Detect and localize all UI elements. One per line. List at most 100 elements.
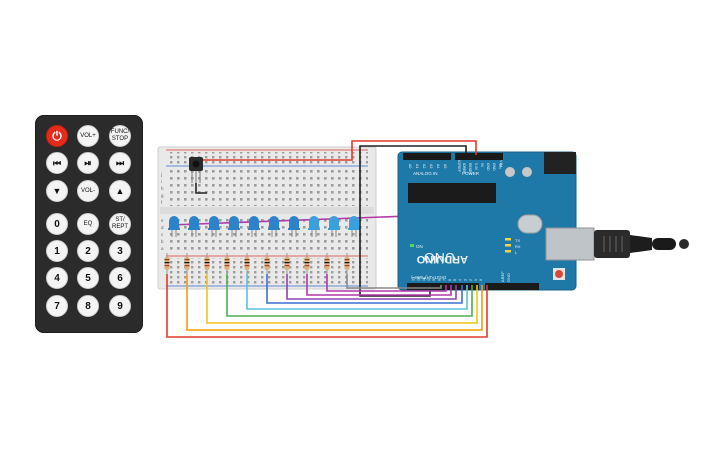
signal-wire-2 (186, 274, 483, 331)
digital-pin-8: 8 (437, 279, 441, 281)
rewind-button[interactable]: ⏮ (46, 152, 68, 174)
fast-forward-button[interactable]: ⏭ (109, 152, 131, 174)
analog-label: ANALOG IN (413, 171, 438, 176)
analog-pin-a4: A4 (436, 164, 440, 168)
ioref-label: IOREF (457, 160, 462, 173)
digit-3-button[interactable]: 3 (109, 240, 131, 262)
power-pin-1: RESET (468, 163, 472, 174)
led-10[interactable] (348, 216, 360, 237)
digit-8-button[interactable]: 8 (77, 295, 99, 317)
led-4[interactable] (228, 216, 240, 237)
digit-5-button[interactable]: 5 (77, 267, 99, 289)
down-button[interactable]: ▼ (46, 180, 68, 202)
signal-wire-1 (166, 274, 488, 338)
row-letter-i: i (161, 179, 162, 184)
led-2[interactable] (188, 216, 200, 237)
digital-pin-12: 12 (417, 277, 421, 281)
resistor-8[interactable] (304, 253, 310, 274)
led-8[interactable] (308, 216, 320, 237)
digital-pin-5: 5 (453, 279, 457, 281)
resistor-6[interactable] (264, 253, 270, 274)
signal-wire-6 (266, 274, 463, 304)
row-letter-d: d (161, 225, 164, 230)
digit-4-button[interactable]: 4 (46, 267, 68, 289)
digital-pin-6: 6 (448, 279, 452, 281)
digital-pin-9: 9 (432, 279, 436, 281)
up-button[interactable]: ▲ (109, 180, 131, 202)
aref-label: AREF (500, 271, 505, 282)
func-stop-button[interactable]: FUNC/ STOP (109, 125, 131, 147)
power-pin-0: IOREF (462, 163, 466, 173)
resistor-4[interactable] (224, 253, 230, 274)
resistor-2[interactable] (184, 253, 190, 274)
resistor-5[interactable] (244, 253, 250, 274)
signal-wire-4 (226, 274, 473, 317)
ir-receiver[interactable] (189, 157, 203, 183)
power-button[interactable]: ⏻ (46, 125, 68, 147)
led-array (168, 216, 360, 237)
digit-2-button[interactable]: 2 (77, 240, 99, 262)
digital-pin-13: 13 (411, 277, 415, 281)
digital-pin-11: 11 (422, 277, 426, 281)
analog-pin-a0: A0 (408, 164, 412, 168)
l-label: L (515, 250, 518, 255)
vol-up-button[interactable]: VOL+ (77, 125, 99, 147)
digital-pin-3: 3 (463, 279, 467, 281)
vol-down-button[interactable]: VOL- (77, 180, 99, 202)
row-letter-c: c (161, 232, 164, 237)
resistor-10[interactable] (344, 253, 350, 274)
power-pin-2: 3.3V (474, 163, 478, 171)
power-label: POWER (462, 171, 480, 176)
led-7[interactable] (288, 216, 300, 237)
digit-0-button[interactable]: 0 (46, 213, 68, 235)
reset-button[interactable] (555, 270, 563, 278)
analog-pin-a2: A2 (422, 164, 426, 168)
usb-cable (594, 230, 689, 258)
led-1[interactable] (168, 216, 180, 237)
led-6[interactable] (268, 216, 280, 237)
arduino-logo: ARDUINO (416, 253, 468, 265)
signal-wires (166, 274, 488, 338)
digital-pin-4: 4 (458, 279, 462, 281)
digit-6-button[interactable]: 6 (109, 267, 131, 289)
signal-wire-10 (346, 274, 442, 289)
row-letter-e: e (161, 218, 164, 223)
arduino-model: UNO (424, 250, 455, 266)
analog-pin-a5: A5 (443, 164, 447, 168)
led-3[interactable] (208, 216, 220, 237)
rx-label: RX (515, 244, 521, 249)
resistor-9[interactable] (324, 253, 330, 274)
digit-1-button[interactable]: 1 (46, 240, 68, 262)
row-letter-f: f (161, 200, 163, 205)
power-pin-4: GND (486, 163, 490, 171)
on-label: ON (416, 244, 423, 249)
digital-pin-10: 10 (427, 277, 431, 281)
signal-wire-9 (326, 274, 447, 292)
resistor-1[interactable] (164, 253, 170, 274)
digit-7-button[interactable]: 7 (46, 295, 68, 317)
signal-wire-7 (286, 274, 457, 300)
row-letter-j: j (160, 172, 162, 177)
resistor-array (164, 253, 350, 274)
signal-wire-3 (206, 274, 478, 324)
led-5[interactable] (248, 216, 260, 237)
power-pin-6: VIN (498, 163, 502, 169)
resistor-7[interactable] (284, 253, 290, 274)
play-pause-button[interactable]: ⏯ (77, 152, 99, 174)
tx-label: TX (515, 238, 520, 243)
vin-label: VIN (499, 160, 504, 167)
digital-pin-1: 1 (474, 279, 478, 281)
arduino-uno[interactable]: ARDUINO UNO ON DIGITAL (PWM~) ANALOG IN … (397, 151, 595, 291)
st-rept-button[interactable]: ST/ REPT (109, 213, 131, 235)
eq-button[interactable]: EQ (77, 213, 99, 235)
signal-wire-5 (246, 274, 468, 310)
resistor-3[interactable] (204, 253, 210, 274)
analog-pin-a1: A1 (415, 164, 419, 168)
digit-9-button[interactable]: 9 (109, 295, 131, 317)
led-9[interactable] (328, 216, 340, 237)
